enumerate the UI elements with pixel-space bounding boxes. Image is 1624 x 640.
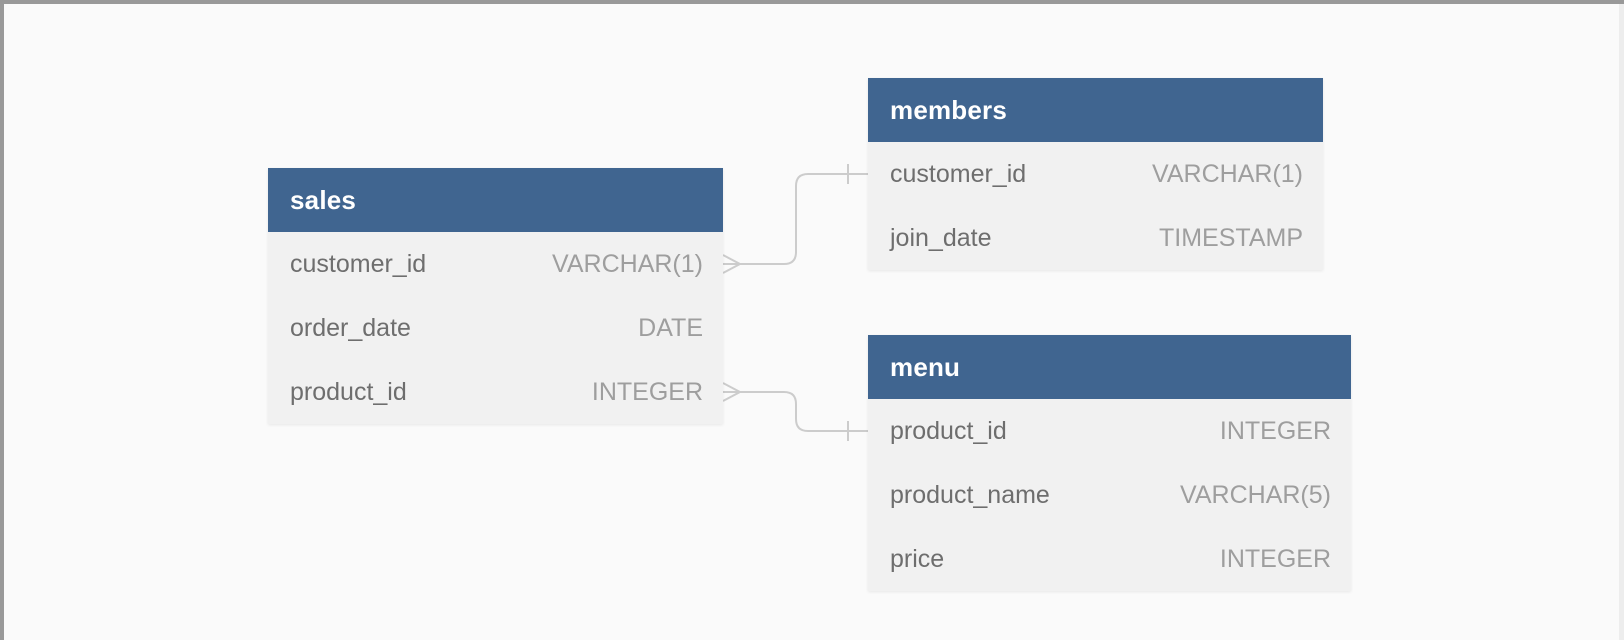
table-row[interactable]: price INTEGER bbox=[868, 527, 1351, 591]
table-header[interactable]: menu bbox=[868, 335, 1351, 399]
table-row[interactable]: product_name VARCHAR(5) bbox=[868, 463, 1351, 527]
field-name: customer_id bbox=[890, 159, 1027, 188]
table-row[interactable]: customer_id VARCHAR(1) bbox=[868, 142, 1323, 206]
field-type: DATE bbox=[638, 313, 703, 342]
table-members[interactable]: members customer_id VARCHAR(1) join_date… bbox=[868, 78, 1323, 270]
field-name: join_date bbox=[890, 223, 992, 252]
relationship-line bbox=[722, 382, 868, 441]
field-type: VARCHAR(1) bbox=[552, 249, 703, 278]
field-type: VARCHAR(1) bbox=[1152, 159, 1303, 188]
field-name: customer_id bbox=[290, 249, 427, 278]
table-row[interactable]: order_date DATE bbox=[268, 296, 723, 360]
table-rows: product_id INTEGER product_name VARCHAR(… bbox=[868, 399, 1351, 591]
field-name: price bbox=[890, 544, 945, 573]
table-row[interactable]: product_id INTEGER bbox=[868, 399, 1351, 463]
field-type: INTEGER bbox=[1219, 544, 1331, 573]
table-rows: customer_id VARCHAR(1) order_date DATE p… bbox=[268, 232, 723, 424]
relationship-line bbox=[722, 164, 868, 274]
table-row[interactable]: customer_id VARCHAR(1) bbox=[268, 232, 723, 296]
field-type: INTEGER bbox=[591, 377, 703, 406]
scrollbar-track[interactable] bbox=[1619, 4, 1624, 640]
field-name: product_name bbox=[890, 480, 1050, 509]
table-menu[interactable]: menu product_id INTEGER product_name VAR… bbox=[868, 335, 1351, 591]
window-border-top bbox=[0, 0, 1624, 4]
table-row[interactable]: join_date TIMESTAMP bbox=[868, 206, 1323, 270]
window-border-left bbox=[0, 0, 4, 640]
table-title: sales bbox=[290, 184, 357, 215]
field-type: INTEGER bbox=[1219, 416, 1331, 445]
field-name: order_date bbox=[290, 313, 411, 342]
field-type: VARCHAR(5) bbox=[1180, 480, 1331, 509]
table-header[interactable]: members bbox=[868, 78, 1323, 142]
table-row[interactable]: product_id INTEGER bbox=[268, 360, 723, 424]
field-name: product_id bbox=[890, 416, 1007, 445]
table-rows: customer_id VARCHAR(1) join_date TIMESTA… bbox=[868, 142, 1323, 270]
table-title: menu bbox=[890, 351, 961, 382]
table-sales[interactable]: sales customer_id VARCHAR(1) order_date … bbox=[268, 168, 723, 424]
table-title: members bbox=[890, 94, 1008, 125]
field-name: product_id bbox=[290, 377, 407, 406]
field-type: TIMESTAMP bbox=[1159, 223, 1303, 252]
table-header[interactable]: sales bbox=[268, 168, 723, 232]
